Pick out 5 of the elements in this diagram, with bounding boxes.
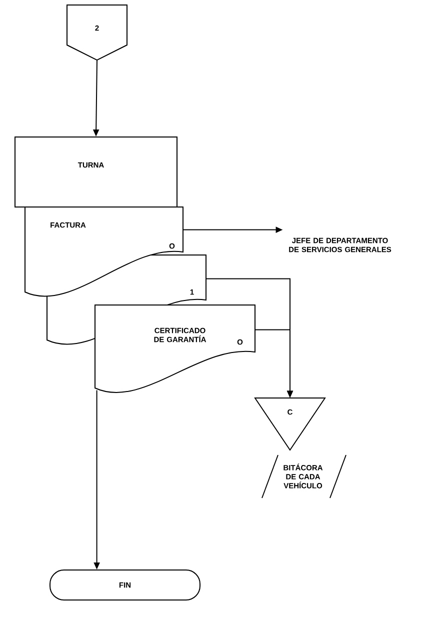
process-box [14, 136, 178, 208]
off-page-connector [66, 4, 128, 61]
document-shape [94, 304, 256, 393]
document-shape [24, 206, 184, 297]
terminal-shape [50, 570, 200, 600]
